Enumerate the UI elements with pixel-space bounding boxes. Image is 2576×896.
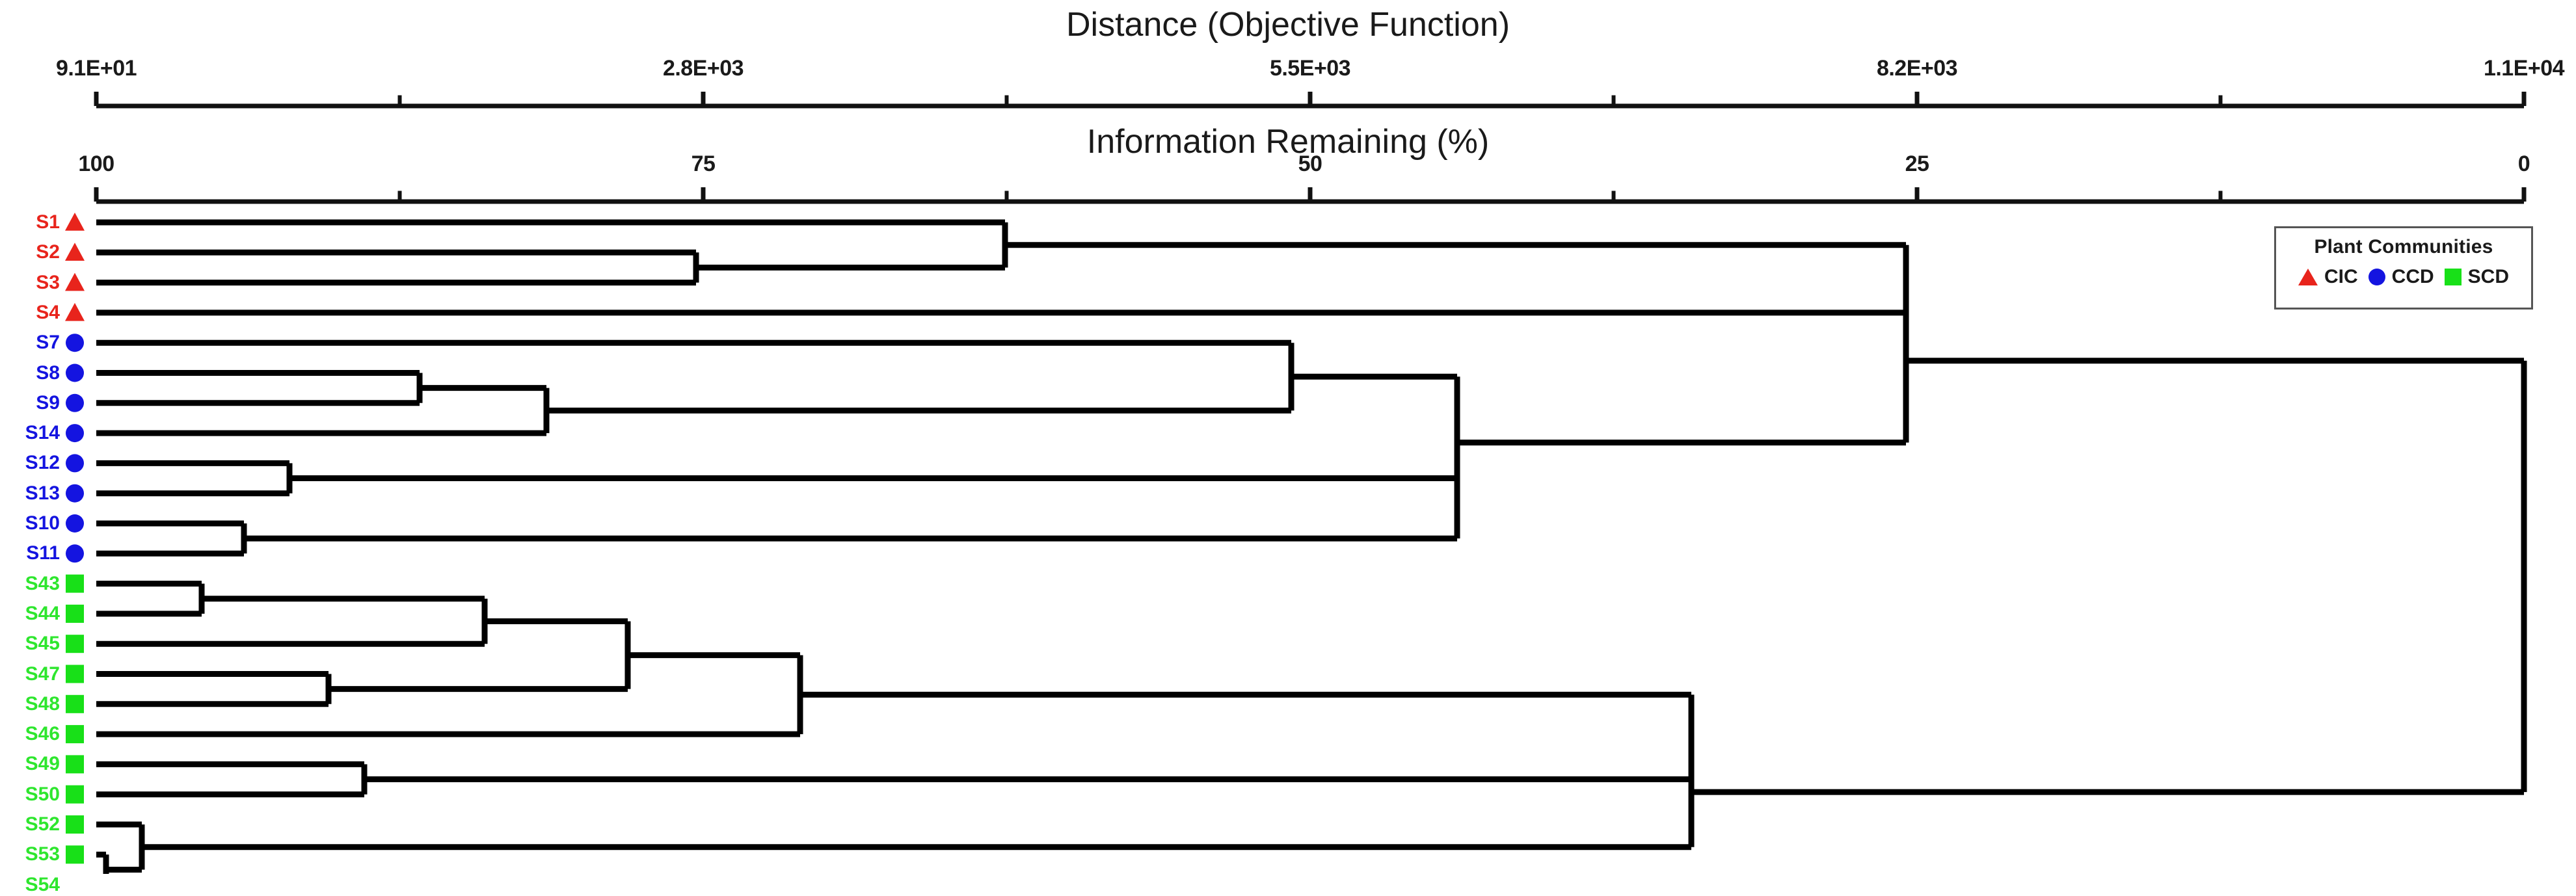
circle-icon-s14 [66,424,84,443]
leaf-label-s11: S11 [26,542,60,564]
legend-label-cic: CIC [2324,266,2358,287]
leaf-label-s7: S7 [36,332,60,354]
leaf-label-s2: S2 [36,241,60,263]
square-icon-s48 [66,694,84,713]
circle-icon-s9 [66,393,84,412]
axis-rules [94,92,2527,204]
bottom-tick-label-1: 75 [691,152,716,176]
triangle-icon [2298,269,2318,285]
leaf-label-s8: S8 [36,362,60,384]
leaf-label-s10: S10 [25,512,60,534]
leaf-label-s50: S50 [25,783,60,805]
circle-icon [2368,269,2385,285]
top-axis-title: Distance (Objective Function) [1066,6,1510,44]
top-tick-label-0: 9.1E+01 [55,56,137,81]
circle-icon-s11 [66,544,84,563]
dendrogram-tree [96,219,2527,874]
legend-item-cic: CIC [2298,266,2358,288]
square-icon-s44 [66,604,84,623]
leaf-label-s54: S54 [25,873,60,895]
bottom-tick-label-3: 25 [1905,152,1929,176]
leaf-label-s45: S45 [25,633,60,655]
legend: Plant Communities CIC CCD SCD [2274,226,2533,310]
leaf-label-s52: S52 [25,813,60,835]
square-icon-s50 [66,785,84,804]
leaf-label-s53: S53 [25,843,60,865]
legend-item-scd: SCD [2444,266,2509,288]
legend-items: CIC CCD SCD [2276,266,2531,288]
dendrogram-canvas [65,92,2527,874]
circle-icon-s10 [66,514,84,533]
leaf-label-s49: S49 [25,753,60,775]
leaf-label-s3: S3 [36,271,60,293]
triangle-icon-s1 [65,213,85,231]
dendrogram-figure: Distance (Objective Function) 9.1E+01 2.8… [25,6,2565,895]
leaf-label-s1: S1 [36,211,60,233]
top-tick-label-4: 1.1E+04 [2483,56,2565,81]
circle-icon-s8 [66,363,84,382]
leaf-label-s12: S12 [25,452,60,474]
bottom-tick-label-4: 0 [2517,152,2530,176]
square-icon-s45 [66,635,84,653]
leaf-label-s47: S47 [25,663,60,685]
triangle-icon-s4 [65,302,85,321]
square-icon-s47 [66,665,84,683]
square-icon-s46 [66,725,84,744]
top-tick-label-3: 8.2E+03 [1876,56,1958,81]
leaf-label-s46: S46 [25,723,60,745]
leaf-label-s44: S44 [25,602,60,624]
leaf-label-s48: S48 [25,692,60,715]
triangle-icon-s2 [65,243,85,261]
leaf-label-s13: S13 [25,482,60,504]
leaf-label-s43: S43 [25,572,60,594]
leaf-label-s4: S4 [36,301,60,323]
bottom-tick-label-0: 100 [78,152,114,176]
top-tick-label-2: 5.5E+03 [1269,56,1351,81]
bottom-axis-title: Information Remaining (%) [1086,123,1490,161]
circle-icon-s7 [66,334,84,352]
square-icon-s49 [66,755,84,774]
leaf-label-s9: S9 [36,391,60,414]
circle-icon-s13 [66,484,84,503]
legend-label-ccd: CCD [2391,266,2434,287]
bottom-tick-label-2: 50 [1298,152,1322,176]
triangle-icon-s3 [65,272,85,291]
square-icon-s53 [66,845,84,864]
top-tick-label-1: 2.8E+03 [662,56,744,81]
legend-title: Plant Communities [2314,236,2493,257]
circle-icon-s12 [66,454,84,473]
leaf-symbol-markers [65,213,85,864]
square-icon [2444,269,2462,285]
square-icon-s52 [66,815,84,834]
square-icon-s43 [66,574,84,593]
legend-item-ccd: CCD [2368,266,2434,288]
legend-label-scd: SCD [2467,266,2509,287]
leaf-label-s14: S14 [25,422,60,444]
